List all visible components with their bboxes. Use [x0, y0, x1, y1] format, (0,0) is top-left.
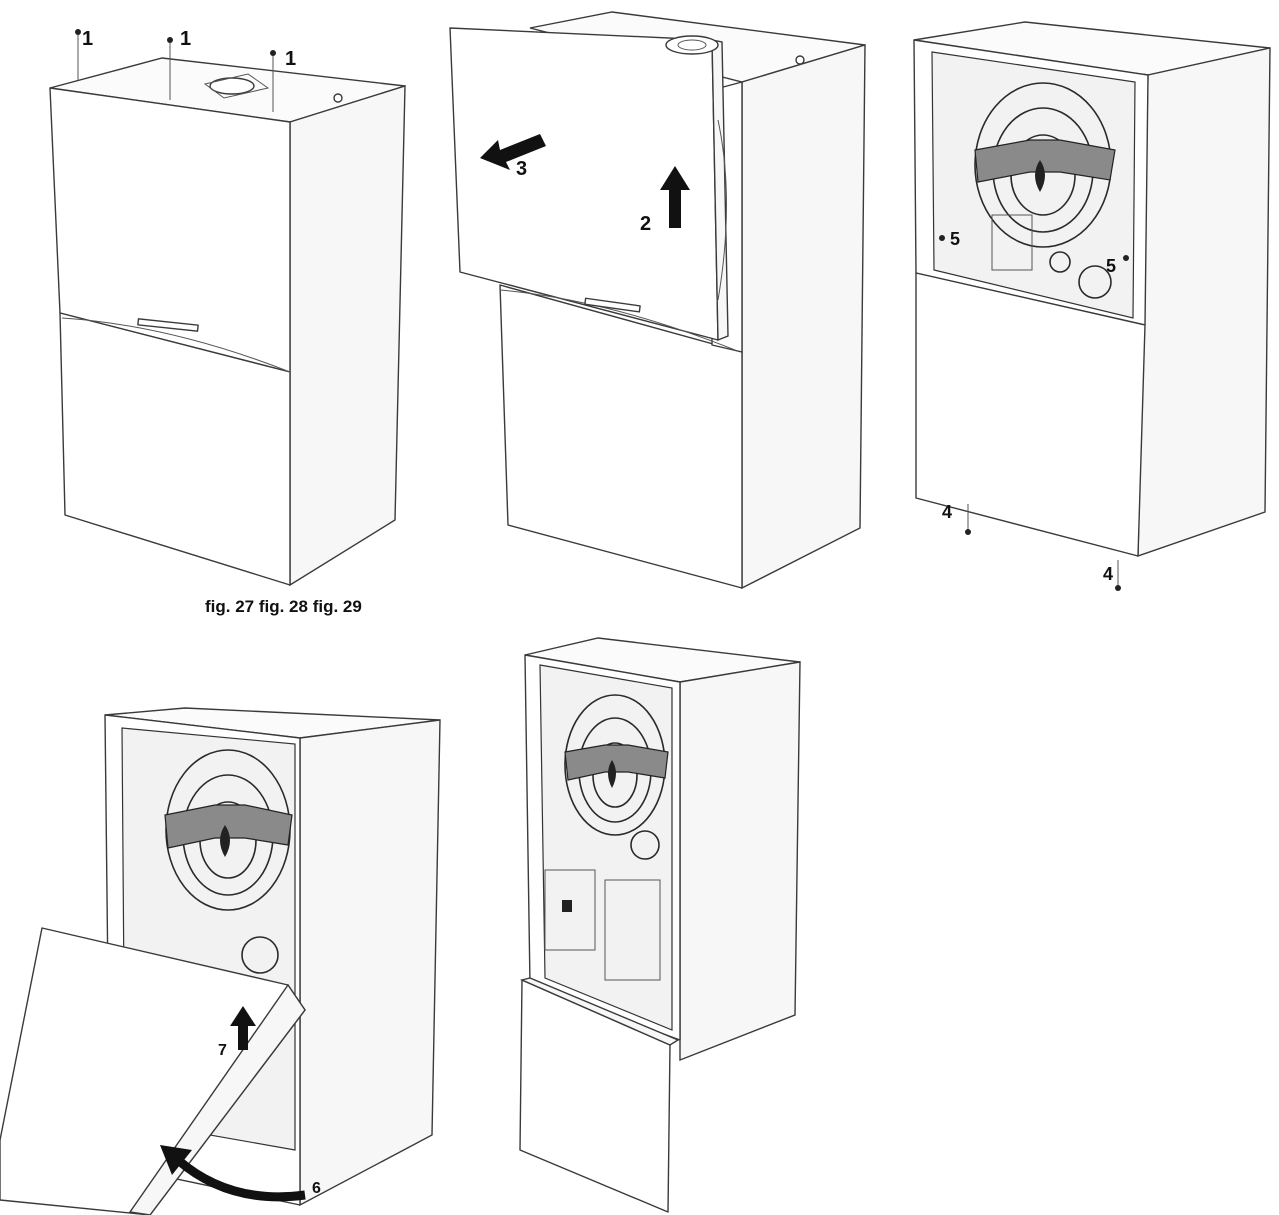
figure-panels-removed: [519, 637, 801, 1213]
callout-5b: 5: [1106, 256, 1116, 276]
figure-caption: fig. 27 fig. 28 fig. 29: [205, 597, 362, 616]
callout-1c: 1: [285, 48, 296, 70]
callout-4a: 4: [942, 502, 952, 522]
screw-icon: [167, 37, 173, 100]
callout-7: 7: [218, 1042, 227, 1059]
arrow-lift-up-icon: [660, 166, 690, 228]
callout-1b: 1: [180, 28, 191, 50]
figure-lower-panel-tilt: 7 6: [0, 707, 441, 1215]
figure-27-closed-boiler: 1 1 1: [49, 28, 406, 587]
arrow-rotate-icon: [160, 1145, 306, 1202]
arrow-pull-forward-icon: [480, 134, 546, 170]
callout-1a: 1: [82, 28, 93, 50]
screw-icon: [270, 50, 276, 112]
screw-icon: [965, 504, 971, 535]
figure-28-front-panel-removal: 3 2: [449, 11, 866, 590]
heat-exchanger-icon: [544, 694, 669, 981]
arrow-lift-up-icon: [230, 1006, 256, 1050]
callout-3: 3: [516, 158, 527, 180]
callout-2: 2: [640, 213, 651, 235]
screw-icon: [1115, 560, 1121, 591]
callout-6: 6: [312, 1180, 321, 1197]
callout-4b: 4: [1103, 564, 1113, 584]
heat-exchanger-icon: [164, 749, 293, 974]
figure-29-open-boiler: 5 5 4 4: [913, 21, 1271, 591]
heat-exchanger-icon: [974, 82, 1116, 299]
screw-icon: [75, 29, 81, 80]
callout-5a: 5: [950, 229, 960, 249]
